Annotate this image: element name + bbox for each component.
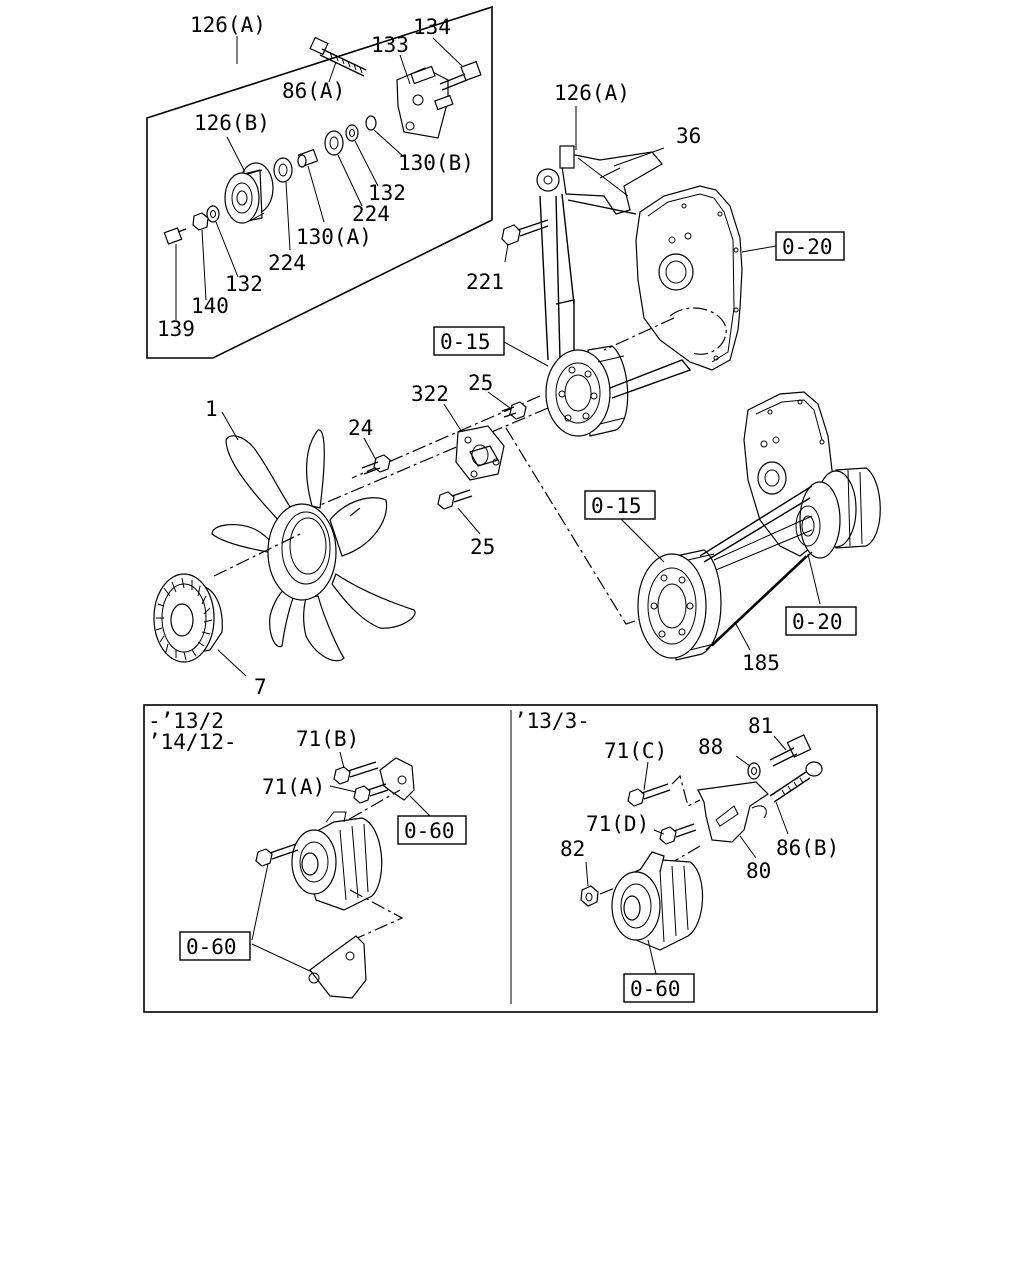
accessory-pulley	[795, 467, 881, 559]
label-139: 139	[157, 317, 195, 341]
spacer-130a	[297, 148, 319, 168]
label-71c: 71(C)	[604, 739, 667, 763]
inset-leaders	[175, 37, 463, 320]
label-133: 133	[371, 33, 409, 57]
label-221: 221	[466, 270, 504, 294]
tensioner-assembly	[536, 145, 663, 215]
bolt-221	[501, 219, 549, 246]
alternator-bracket-lower-left	[309, 935, 367, 999]
bearing-224-upper	[324, 130, 344, 156]
pulley-126b	[224, 162, 274, 224]
date-left-line1: -’13/2	[148, 709, 224, 733]
lower-belt-assembly: 0-15 0-20 185	[584, 391, 881, 675]
label-130b: 130(B)	[398, 151, 474, 175]
label-0-15-lower: 0-15	[591, 494, 642, 518]
ref-box-0-60-left-upper	[397, 815, 467, 845]
label-71d: 71(D)	[586, 812, 649, 836]
ref-box-0-20-lower	[785, 606, 857, 636]
bolt-71a	[353, 783, 389, 804]
washer-132-upper	[345, 124, 359, 142]
label-86b: 86(B)	[776, 836, 839, 860]
label-132-lower: 132	[225, 272, 263, 296]
ref-box-0-15-lower	[584, 490, 656, 520]
crank-pulley-upper	[545, 345, 692, 437]
label-7: 7	[254, 675, 267, 699]
cooling-fan-1	[211, 429, 416, 662]
ref-box-0-15-upper	[433, 326, 505, 356]
ref-box-0-20-upper	[775, 231, 845, 261]
bolt-81	[769, 734, 812, 767]
label-126a-inset: 126(A)	[190, 13, 266, 37]
alternator-left-variant: -’13/2 ’14/12-	[148, 709, 467, 999]
label-0-60-left-upper: 0-60	[404, 819, 455, 843]
belt-upper	[539, 193, 637, 361]
ref-box-0-60-right	[623, 973, 695, 1003]
alternator-panel-frame	[143, 704, 878, 1013]
label-86a: 86(A)	[282, 79, 345, 103]
label-0-60-right: 0-60	[630, 977, 681, 1001]
bolt-86b	[769, 761, 823, 803]
nut-82	[580, 885, 599, 907]
label-134: 134	[413, 15, 451, 39]
date-right: ’13/3-	[514, 709, 590, 733]
alternator-panel: -’13/2 ’14/12-	[143, 704, 878, 1013]
bolt-71c	[627, 783, 671, 807]
label-0-20-lower: 0-20	[792, 610, 843, 634]
label-126a-right: 126(A)	[554, 81, 630, 105]
label-71a: 71(A)	[262, 775, 325, 799]
washer-132-lower	[206, 205, 220, 223]
label-25-upper: 25	[468, 371, 493, 395]
crank-pulley-lower	[637, 549, 722, 661]
fan-assembly: 322 25 24 1 25 7	[153, 371, 527, 699]
alternator-bracket-upper-left	[379, 757, 415, 801]
label-81: 81	[748, 714, 773, 738]
inset-frame	[146, 5, 493, 359]
date-left-line2: ’14/12-	[148, 730, 237, 754]
label-82: 82	[560, 837, 585, 861]
label-140: 140	[191, 294, 229, 318]
fan-clutch-7	[153, 507, 361, 663]
label-130a: 130(A)	[296, 225, 372, 249]
label-80: 80	[746, 859, 771, 883]
bolt-134	[439, 60, 482, 91]
bolt-71b	[333, 761, 379, 785]
alternator-left	[291, 811, 383, 911]
bearing-224-lower	[273, 157, 293, 183]
label-322: 322	[411, 382, 449, 406]
washer-130b	[365, 115, 377, 131]
label-25-lower: 25	[470, 535, 495, 559]
label-224-lower: 224	[268, 251, 306, 275]
label-71b: 71(B)	[296, 727, 359, 751]
adjusting-plate-80	[697, 781, 769, 843]
label-185: 185	[742, 651, 780, 675]
tensioner-inset: 126(A) 134 133 86(A) 126(B) 130(B) 132 2…	[146, 5, 493, 359]
bolt-139	[163, 227, 187, 245]
label-132-upper: 132	[368, 181, 406, 205]
bolt-24	[361, 454, 391, 475]
fan-hub-322	[455, 425, 505, 481]
washer-88	[747, 762, 761, 780]
label-0-60-left-lower: 0-60	[186, 935, 237, 959]
label-1: 1	[205, 397, 218, 421]
bolt-71d	[659, 823, 697, 845]
bracket-133	[396, 65, 454, 139]
ref-box-0-60-left-lower	[179, 931, 251, 961]
label-224-upper: 224	[352, 202, 390, 226]
label-0-15-upper: 0-15	[440, 330, 491, 354]
bolt-left-alternator	[255, 843, 299, 867]
label-24: 24	[348, 416, 373, 440]
label-36: 36	[676, 124, 701, 148]
label-88: 88	[698, 735, 723, 759]
bolt-25-lower	[437, 489, 473, 510]
v-belt-185	[699, 485, 813, 651]
nut-140	[192, 212, 209, 231]
bolt-25-upper	[501, 401, 527, 420]
alternator-right	[611, 851, 704, 951]
upper-assembly: 126(A) 36 0-20 221 0-15	[317, 81, 845, 625]
alternator-right-variant: ’13/3-	[514, 709, 839, 1003]
bolt-86a	[309, 36, 367, 77]
label-0-20-upper: 0-20	[782, 235, 833, 259]
label-126b: 126(B)	[194, 111, 270, 135]
